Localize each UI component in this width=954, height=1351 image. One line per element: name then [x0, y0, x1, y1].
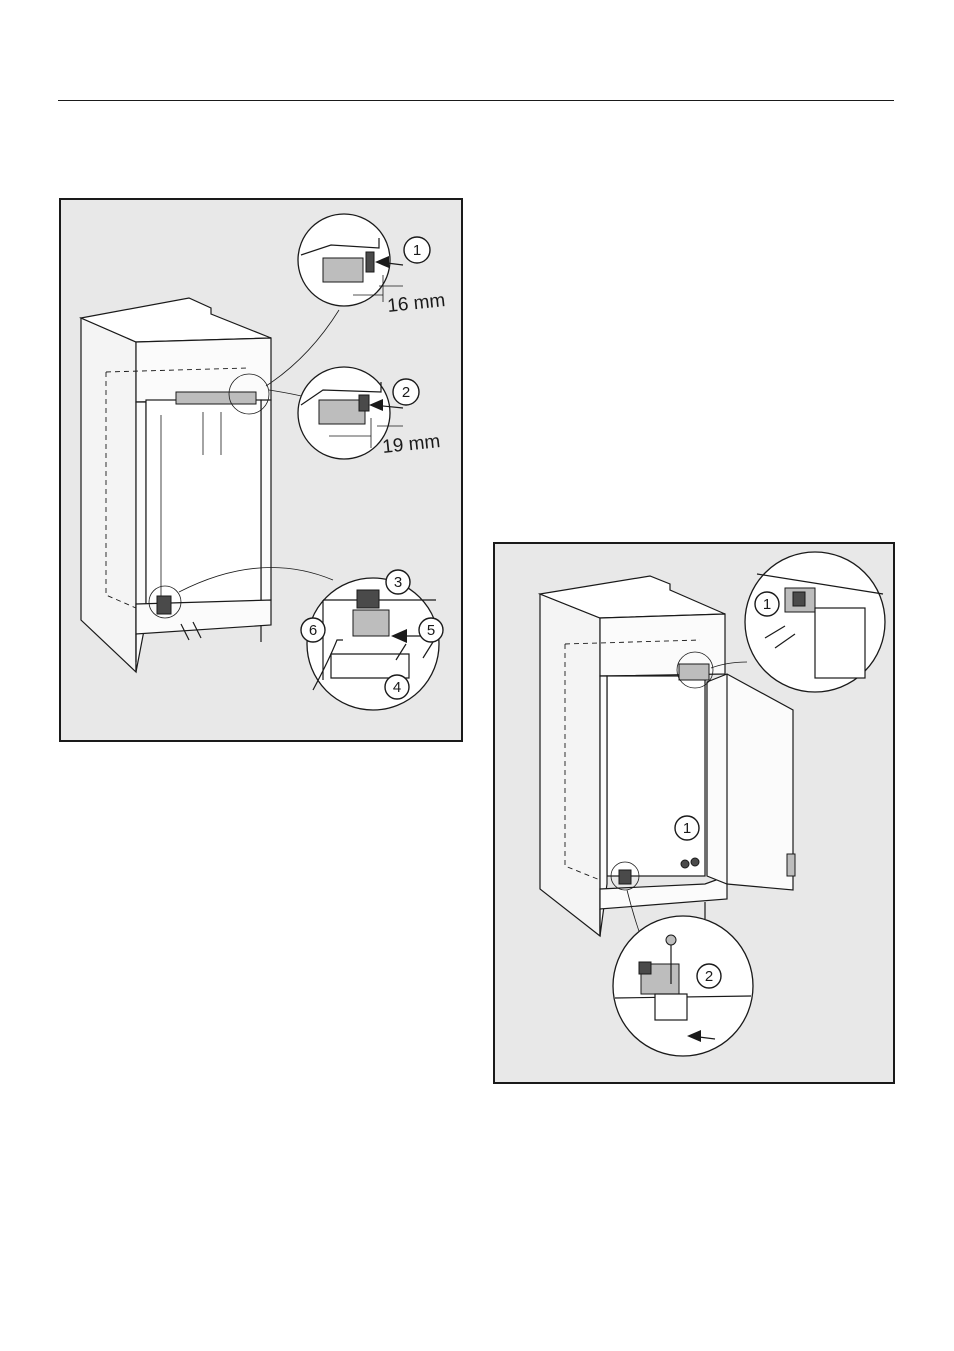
installation-figure-door-fitting: 1 1 2	[493, 542, 895, 1084]
installation-figure-hinge-adjustment: 1 16 mm 2 19 mm	[59, 198, 463, 742]
detail-bottom-door-hinge: 2	[613, 916, 753, 1056]
detail-top-hinge-19mm: 2 19 mm	[298, 367, 441, 459]
callout-1-top: 1	[763, 596, 771, 613]
detail-bottom-hinge: 3 4 5 6	[301, 570, 443, 710]
figure-1-illustration: 1 16 mm 2 19 mm	[61, 200, 461, 740]
callout-1-door: 1	[683, 820, 691, 837]
callout-3: 3	[394, 574, 402, 591]
figure-2-illustration: 1 1 2	[495, 544, 893, 1082]
callout-2-bottom: 2	[705, 968, 713, 985]
callout-2: 2	[402, 384, 410, 401]
callout-6: 6	[309, 622, 317, 639]
callout-1: 1	[413, 242, 421, 259]
callout-4: 4	[393, 679, 401, 696]
callout-5: 5	[427, 622, 435, 639]
cabinet-drawing	[81, 298, 339, 672]
detail-top-hinge-16mm: 1 16 mm	[298, 214, 446, 317]
measurement-16mm: 16 mm	[386, 290, 446, 317]
detail-top-door-hinge: 1	[745, 552, 885, 692]
measurement-19mm: 19 mm	[381, 431, 441, 458]
header-rule	[58, 100, 894, 101]
